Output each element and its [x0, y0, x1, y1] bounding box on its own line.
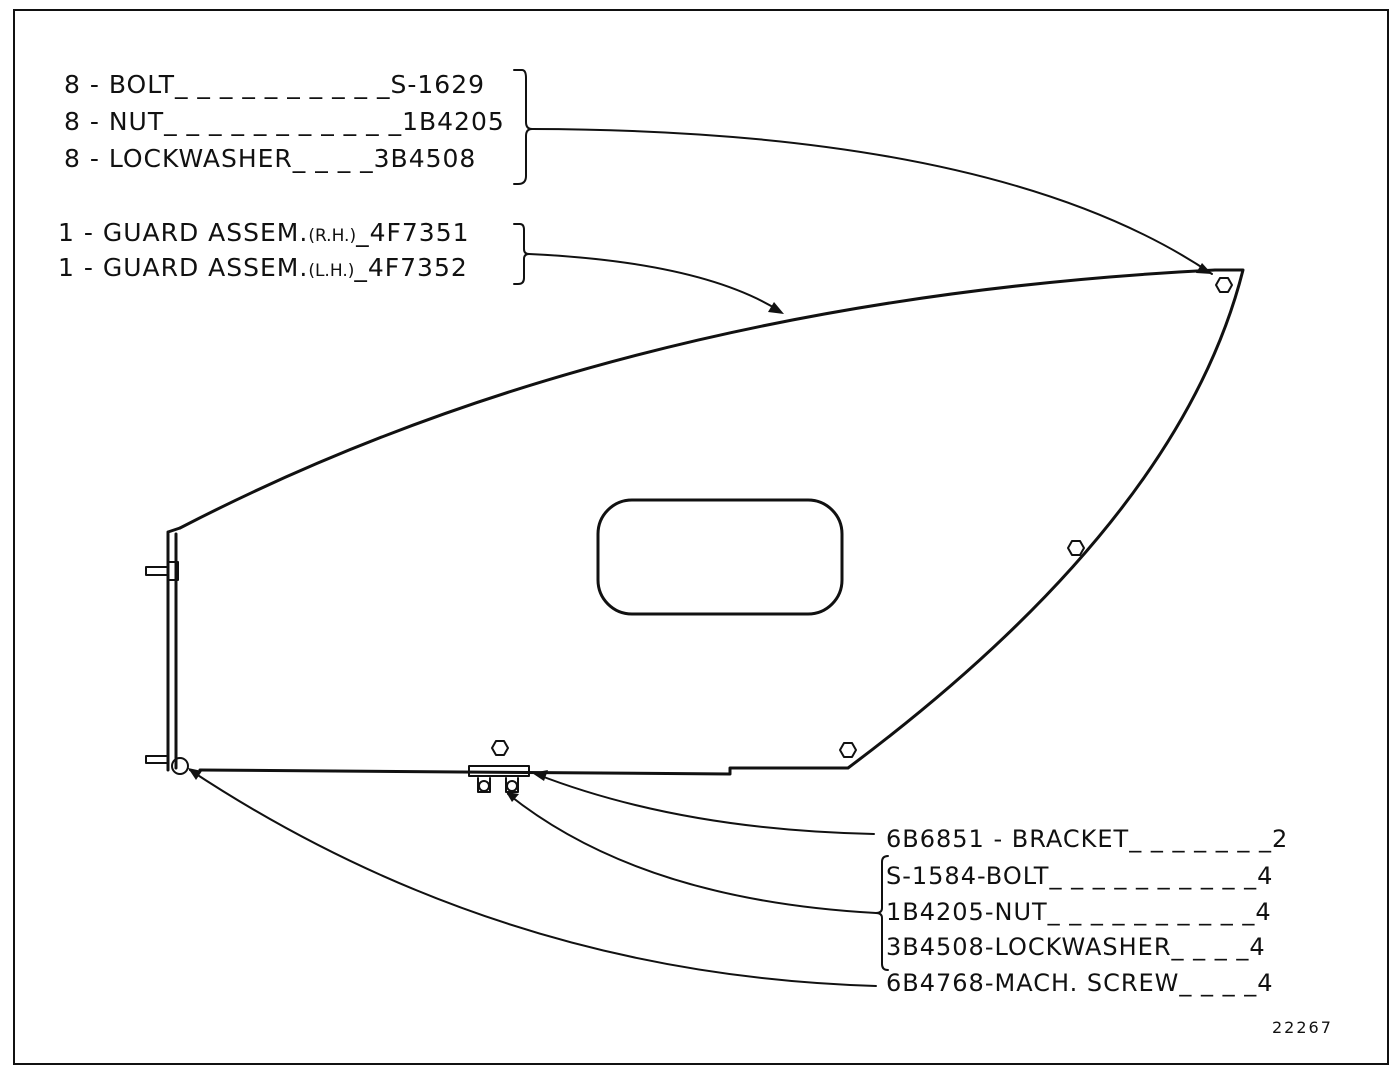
arrow-fasteners: [1196, 263, 1212, 274]
leader-fasteners: [531, 128, 1213, 275]
arrow-bolts: [506, 792, 519, 802]
hex-nut-center: [491, 740, 509, 756]
bracket: [468, 765, 530, 777]
flange-stud-top: [145, 561, 179, 581]
hex-nut-right: [1067, 540, 1085, 556]
arrow-guard: [768, 302, 784, 314]
callout-guard-rh: 1 - GUARD ASSEM.(R.H.)_4F7351: [58, 218, 470, 247]
guard-outline: [178, 268, 1245, 776]
flange-stud-bottom: [145, 755, 169, 764]
figure-number: 22267: [1272, 1018, 1333, 1037]
leader-guard: [528, 253, 779, 311]
drawing-frame: [13, 9, 1389, 1065]
left-flange: [166, 526, 182, 772]
top-brace: [513, 69, 533, 185]
arrow-bracket: [532, 770, 548, 781]
callout-bolts: S-1584-BOLT_ _ _ _ _ _ _ _ _ _4: [886, 862, 1274, 890]
leader-bracket: [535, 773, 875, 835]
window-cutout: [596, 498, 844, 616]
hex-nut-top: [1215, 277, 1233, 293]
guard-brace: [513, 223, 530, 285]
callout-lockwashers: 3B4508-LOCKWASHER_ _ _ _4: [886, 933, 1266, 961]
callout-lockwasher: 8 - LOCKWASHER_ _ _ _3B4508: [64, 144, 477, 173]
callout-bracket: 6B6851 - BRACKET_ _ _ _ _ _ _2: [886, 825, 1289, 853]
corner-fastener: [171, 757, 189, 775]
hex-nut-lower: [839, 742, 857, 758]
arrow-screw: [188, 768, 202, 780]
callout-bolt: 8 - BOLT_ _ _ _ _ _ _ _ _ _S-1629: [64, 70, 486, 99]
callout-nuts: 1B4205-NUT_ _ _ _ _ _ _ _ _ _4: [886, 898, 1272, 926]
callout-mach-screw: 6B4768-MACH. SCREW_ _ _ _4: [886, 969, 1274, 997]
callout-guard-lh: 1 - GUARD ASSEM.(L.H.)_4F7352: [58, 253, 468, 282]
leader-screw: [189, 769, 877, 987]
leader-bolts: [507, 793, 877, 914]
callout-nut: 8 - NUT_ _ _ _ _ _ _ _ _ _ _1B4205: [64, 107, 505, 136]
